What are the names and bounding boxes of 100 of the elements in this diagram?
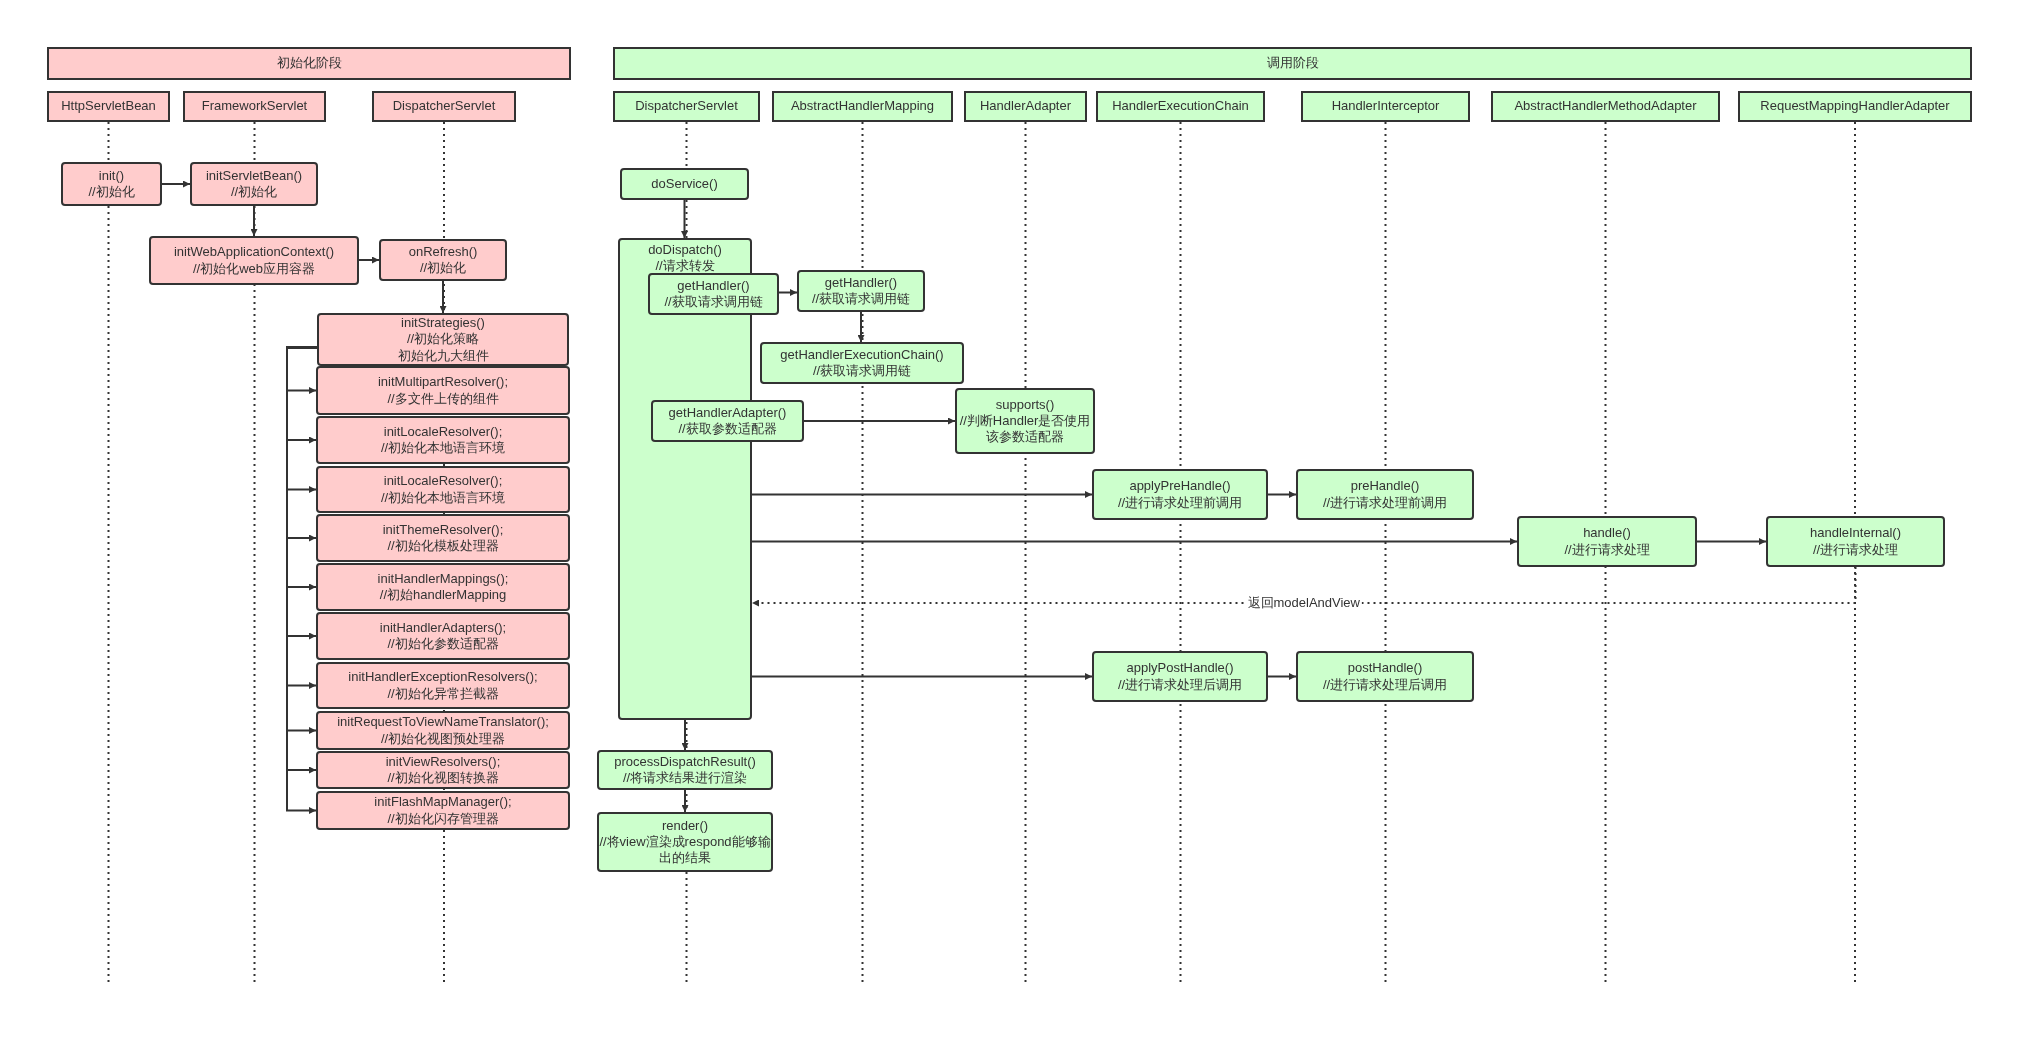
method-name: postHandle()	[1347, 660, 1423, 677]
comment-text: //获取请求调用链	[664, 294, 763, 311]
arrow	[161, 180, 191, 188]
class-name: DispatcherServlet	[392, 98, 496, 115]
method-box	[316, 751, 570, 789]
arrow	[778, 289, 798, 296]
class-name: AbstractHandlerMapping	[790, 98, 935, 115]
method-name: handleInternal()	[1809, 525, 1902, 542]
method-name: initFlashMapManager();	[374, 794, 512, 811]
comment-text: //初始handlerMapping	[379, 587, 507, 604]
method-name: render()	[661, 817, 709, 834]
method-box	[316, 711, 570, 750]
method-box	[1092, 469, 1268, 520]
phase-title: 调用阶段	[1266, 55, 1319, 72]
method-name: applyPreHandle()	[1129, 478, 1231, 495]
method-name: onRefresh()	[408, 243, 478, 260]
method-box	[316, 416, 570, 464]
lifeline-header	[1738, 91, 1972, 122]
arrow	[681, 719, 689, 751]
arrow	[751, 491, 1093, 498]
method-box	[149, 236, 359, 285]
comment-text: //进行请求处理后调用	[1117, 676, 1243, 693]
comment-text: //进行请求处理	[1812, 541, 1899, 558]
lifeline-header	[1301, 91, 1470, 122]
arrow	[857, 311, 865, 343]
method-name: initViewResolvers();	[385, 753, 501, 770]
comment-text: //获取请求调用链	[812, 363, 912, 380]
method-name: initStrategies()	[401, 315, 485, 332]
method-box	[648, 273, 779, 315]
method-name: getHandler()	[824, 274, 898, 291]
arrow	[439, 280, 447, 314]
method-name: initHandlerExceptionResolvers();	[348, 669, 538, 686]
method-name: doService()	[651, 175, 718, 193]
comment-text: //将请求结果进行渲染	[622, 770, 748, 787]
method-box	[190, 162, 318, 206]
comment-text: //初始化	[88, 184, 135, 201]
comment-text: //初始化异常拦截器	[387, 685, 499, 702]
lifeline-header	[183, 91, 326, 122]
method-box	[955, 388, 1095, 454]
arrow	[751, 673, 1093, 680]
lifeline-header	[1491, 91, 1720, 122]
comment-text: //获取参数适配器	[678, 421, 777, 438]
comment-text: //初始化本地语言环境	[380, 489, 506, 506]
method-name: initThemeResolver();	[382, 521, 504, 538]
comment-text: //初始化本地语言环境	[380, 440, 506, 457]
class-name: AbstractHandlerMethodAdapter	[1514, 98, 1697, 115]
method-name: processDispatchResult()	[614, 753, 756, 770]
arrow	[681, 199, 688, 239]
comment-text: 初始化九大组件	[397, 347, 489, 364]
lifeline-header	[772, 91, 953, 122]
method-box	[316, 612, 570, 660]
method-name: initLocaleResolver();	[383, 473, 503, 490]
method-name: applyPostHandle()	[1126, 660, 1234, 677]
comment-text: //判断Handler是否使用该参数适配器	[958, 412, 1092, 446]
class-name: FrameworkServlet	[201, 98, 308, 115]
arrow	[751, 538, 1518, 545]
method-box	[316, 563, 570, 611]
method-name: initServletBean()	[205, 167, 303, 184]
method-box	[316, 466, 570, 513]
method-name: initMultipartResolver();	[377, 374, 508, 391]
method-name: handle()	[1583, 525, 1631, 542]
arrow	[250, 205, 258, 237]
method-box	[317, 313, 569, 366]
comment-text: //初始化策略	[406, 331, 480, 348]
method-box	[651, 400, 804, 442]
method-box	[597, 750, 773, 790]
method-box	[316, 366, 570, 415]
comment-text: //初始化	[419, 260, 467, 277]
class-name: HandlerInterceptor	[1331, 98, 1440, 115]
class-name: RequestMappingHandlerAdapter	[1760, 98, 1950, 115]
comment-text: //初始化模板处理器	[387, 538, 499, 555]
method-name: initLocaleResolver();	[383, 423, 503, 440]
comment-text: //初始化	[230, 184, 278, 201]
phase-band	[613, 47, 1972, 80]
class-name: HttpServletBean	[61, 98, 156, 115]
method-name: getHandlerAdapter()	[668, 404, 787, 421]
comment-text: //初始化闪存管理器	[387, 810, 499, 827]
method-box	[61, 162, 162, 206]
arrow	[681, 789, 689, 813]
comment-text: //多文件上传的组件	[387, 390, 499, 407]
class-name: HandlerExecutionChain	[1112, 98, 1249, 115]
arrow	[1696, 538, 1767, 545]
method-name: getHandlerExecutionChain()	[780, 346, 944, 363]
method-name: initRequestToViewNameTranslator();	[337, 714, 549, 731]
method-box	[620, 168, 749, 200]
lifeline-header	[964, 91, 1087, 122]
method-name: initHandlerMappings();	[377, 570, 509, 587]
lifeline-header	[613, 91, 760, 122]
phase-title: 初始化阶段	[276, 55, 342, 72]
method-name: doDispatch()	[648, 242, 722, 259]
method-box	[1766, 516, 1945, 567]
return-arrow	[751, 566, 1857, 607]
phase-band	[47, 47, 571, 80]
comment-text: //进行请求处理前调用	[1117, 494, 1243, 511]
comment-text: //请求转发	[655, 258, 715, 275]
lifeline-header	[372, 91, 516, 122]
method-box	[797, 270, 925, 312]
method-box	[316, 662, 570, 709]
comment-text: //将view渲染成respond能够输出的结果	[599, 833, 771, 867]
comment-text: //获取请求调用链	[811, 291, 911, 308]
